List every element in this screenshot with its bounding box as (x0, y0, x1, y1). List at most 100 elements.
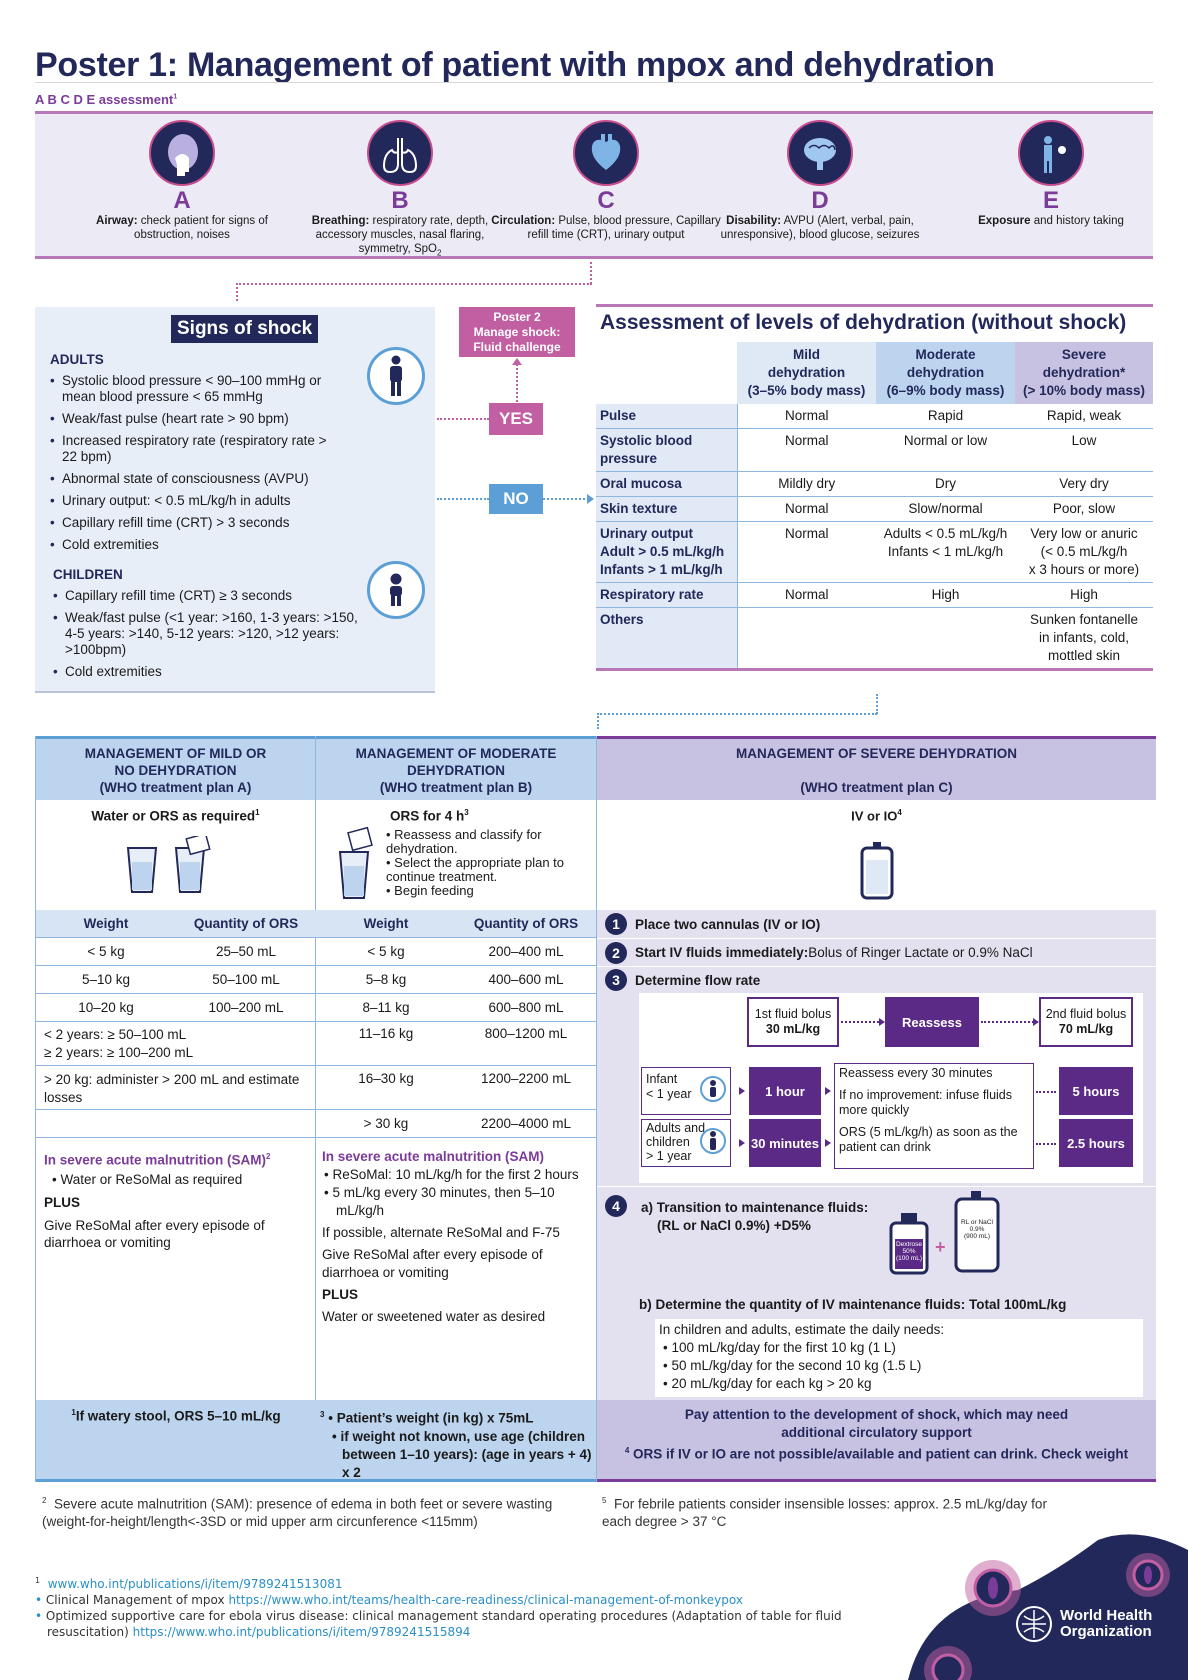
list-item: Capillary refill time (CRT) > 3 seconds (50, 515, 340, 531)
step-number: 2 (605, 941, 627, 964)
adult-icon (700, 1128, 726, 1154)
connector-line (543, 498, 589, 500)
abcde-circulation: C Circulation: Pulse, blood pressure, Ca… (486, 120, 726, 242)
no-box: NO (489, 484, 543, 514)
plan-a-weight-note: > 20 kg: administer > 200 mL and estimat… (36, 1066, 316, 1110)
list-item: Increased respiratory rate (respiratory … (50, 433, 340, 465)
plan-c-footnote: Pay attention to the development of shoc… (597, 1400, 1156, 1482)
plan-c-subtitle: IV or IO4 (851, 808, 902, 824)
reassess-every-30-box: Reassess every 30 minutes If no improvem… (834, 1063, 1034, 1169)
list-item: • Select the appropriate plan to continu… (386, 855, 565, 884)
abcde-airway: A Airway: check patient for signs of obs… (77, 120, 287, 242)
list-item: Abnormal state of consciousness (AVPU) (50, 471, 340, 487)
table-row: Others Sunken fontanelle in infants, col… (596, 607, 1153, 671)
title-divider (35, 82, 1153, 83)
children-heading: CHILDREN (53, 567, 123, 582)
list-item: Cold extremities (50, 537, 340, 553)
footnote-5: 5 For febrile patients consider insensib… (602, 1496, 1047, 1529)
footnote-2: 2 Severe acute malnutrition (SAM): prese… (42, 1496, 553, 1529)
child-shock-signs-list: Capillary refill time (CRT) ≥ 3 seconds … (53, 588, 363, 686)
signs-of-shock-title: Signs of shock (171, 315, 319, 343)
connector-line (597, 713, 877, 715)
plan-a-footnote: 1If watery stool, ORS 5–10 mL/kg (36, 1400, 316, 1482)
connector-line (437, 418, 489, 420)
step-4: 4 a) Transition to maintenance fluids:(R… (597, 1186, 1156, 1400)
who-emblem-icon (1016, 1606, 1052, 1642)
connector-line (236, 283, 238, 301)
thirty-minutes-box: 30 minutes (749, 1119, 821, 1167)
adult-shock-signs-list: Systolic blood pressure < 90–100 mmHg or… (50, 373, 340, 559)
daily-needs-box: In children and adults, estimate the dai… (655, 1319, 1143, 1397)
abcde-label: A B C D E assessment1 (35, 92, 178, 107)
plan-b-subtitle: ORS for 4 h3 (390, 808, 469, 824)
table-row: Skin texture Normal Slow/normal Poor, sl… (596, 496, 1153, 522)
plan-a-subtitle: Water or ORS as required1 (91, 808, 260, 824)
reference-1: 1 www.who.int/publications/i/item/978924… (35, 1576, 343, 1591)
list-item: Cold extremities (53, 664, 363, 680)
plan-b-footnote: 3 • Patient’s weight (in kg) x 75mL • if… (316, 1400, 596, 1482)
lungs-icon (367, 120, 433, 186)
adults-heading: ADULTS (50, 352, 104, 367)
step-number: 4 (605, 1195, 627, 1217)
connector-line (437, 498, 489, 500)
list-item: Capillary refill time (CRT) ≥ 3 seconds (53, 588, 363, 604)
poster2-manage-shock-box: Poster 2 Manage shock: Fluid challenge (459, 307, 575, 357)
plan-c-heading: MANAGEMENT OF SEVERE DEHYDRATION(WHO tre… (597, 736, 1156, 800)
connector-line (597, 713, 599, 729)
reference-3: • Optimized supportive care for ebola vi… (35, 1609, 842, 1639)
transition-maintenance: a) Transition to maintenance fluids:(RL … (641, 1200, 869, 1233)
connector-line (876, 694, 878, 714)
plan-b-bullets: • Reassess and classify for dehydration.… (386, 828, 594, 898)
plan-a-age-note: < 2 years: ≥ 50–100 mL≥ 2 years: ≥ 100–2… (36, 1022, 316, 1066)
virus-decoration (868, 1530, 1188, 1680)
table-row: Pulse Normal Rapid Rapid, weak (596, 404, 1153, 429)
heart-icon (573, 120, 639, 186)
connector-line (516, 360, 518, 402)
dehydration-divider (596, 304, 1153, 307)
one-hour-box: 1 hour (749, 1067, 821, 1115)
plan-b-sam: In severe acute malnutrition (SAM) • ReS… (322, 1149, 579, 1324)
list-item: Systolic blood pressure < 90–100 mmHg or… (50, 373, 340, 405)
plan-c-column: MANAGEMENT OF SEVERE DEHYDRATION(WHO tre… (597, 736, 1156, 1482)
dehydration-title: Assessment of levels of dehydration (wit… (600, 311, 1127, 334)
iv-maintenance-quantity: b) Determine the quantity of IV maintena… (639, 1297, 1067, 1312)
arrow-right-icon (587, 494, 594, 504)
reassess-box: Reassess (885, 997, 979, 1047)
abcde-disability: D Disability: AVPU (Alert, verbal, pain,… (720, 120, 920, 242)
table-row: Respiratory rate Normal High High (596, 582, 1153, 608)
list-item: • Reassess and classify for dehydration. (386, 827, 542, 856)
iv-bag-icon (859, 840, 895, 905)
table-row: Oral mucosa Mildly dry Dry Very dry (596, 471, 1153, 497)
infant-box: Infant< 1 year (641, 1067, 731, 1115)
abcde-breathing: B Breathing: respiratory rate, depth, ac… (300, 120, 500, 260)
brain-icon (787, 120, 853, 186)
person-examination-icon (1018, 120, 1084, 186)
list-item: Weak/fast pulse (<1 year: >160, 1-3 year… (53, 610, 363, 658)
adult-person-icon (367, 347, 425, 405)
list-item: Urinary output: < 0.5 mL/kg/h in adults (50, 493, 340, 509)
abcde-panel: A Airway: check patient for signs of obs… (35, 111, 1153, 259)
